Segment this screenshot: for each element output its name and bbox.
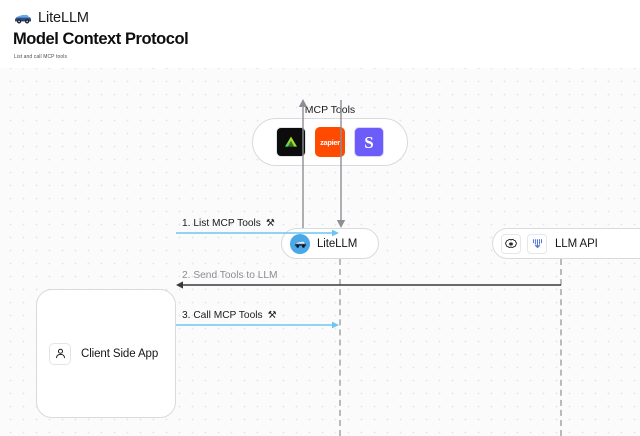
anthropic-icon (527, 233, 547, 254)
message-1: 1. List MCP Tools ⚒ (176, 212, 340, 238)
page-subtitle: List and call MCP tools (14, 54, 68, 60)
dark-triangle-tool-icon[interactable] (276, 127, 306, 157)
mcp-litellm-connectors (298, 99, 346, 228)
zapier-tool-label: zapier (320, 137, 340, 147)
user-person-icon (49, 342, 71, 365)
message-2-label: 2. Send Tools to LLM (182, 270, 278, 281)
tools-icon: ⚒ (265, 218, 275, 229)
message-3-label-wrap: 3. Call MCP Tools ⚒ (182, 310, 278, 321)
message-3: 3. Call MCP Tools ⚒ (176, 304, 340, 330)
message-1-arrow (176, 229, 339, 237)
openai-icon (501, 233, 521, 254)
message-3-label: 3. Call MCP Tools (182, 310, 263, 321)
s-tool-label: S (364, 132, 374, 152)
message-1-label-wrap: 1. List MCP Tools ⚒ (182, 218, 276, 229)
message-2-label-wrap: 2. Send Tools to LLM (182, 270, 278, 281)
litellm-truck-logo-icon (14, 11, 32, 25)
brand: LiteLLM (14, 8, 89, 28)
node-client-side-app[interactable]: Client Side App (36, 289, 176, 418)
brand-name: LiteLLM (38, 10, 89, 26)
lifeline-litellm (339, 259, 341, 436)
page-title: Model Context Protocol (13, 30, 189, 48)
message-1-label: 1. List MCP Tools (182, 218, 261, 229)
lifeline-llm-api (560, 259, 562, 436)
node-llm-api[interactable]: LLM API (492, 228, 640, 259)
message-2-arrow (176, 281, 561, 289)
node-client-side-app-label: Client Side App (81, 347, 159, 360)
node-litellm-label: LiteLLM (317, 237, 358, 250)
litellm-avatar-icon (290, 233, 310, 254)
mcp-tools-label: MCP Tools (304, 104, 356, 116)
node-llm-api-label: LLM API (555, 237, 598, 250)
diagram-canvas: MCP Tools zapier (0, 68, 640, 436)
zapier-tool-icon[interactable]: zapier (315, 127, 345, 157)
s-tool-icon[interactable]: S (354, 127, 384, 157)
tools-icon: ⚒ (267, 310, 277, 321)
message-2: 2. Send Tools to LLM (176, 264, 561, 290)
mcp-tools-group[interactable]: zapier S (252, 118, 408, 166)
message-3-arrow (176, 321, 339, 329)
